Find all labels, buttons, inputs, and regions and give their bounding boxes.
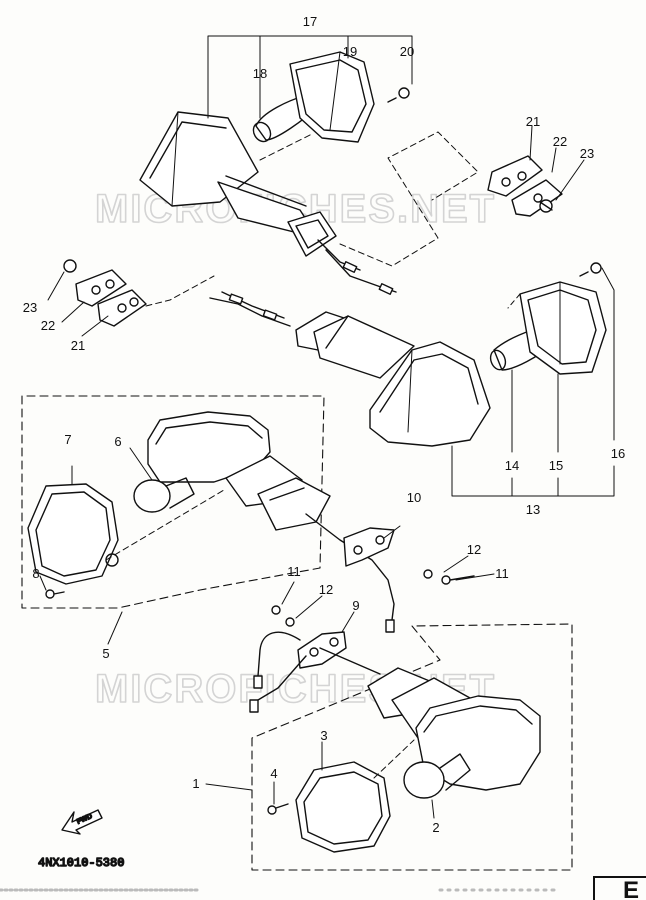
callout-20: 20 <box>400 44 414 59</box>
callout-11-left: 11 <box>287 564 301 579</box>
page-corner-mark: E <box>593 876 646 900</box>
callout-22-left: 22 <box>41 318 55 333</box>
callout-18: 18 <box>253 66 267 81</box>
callout-16: 16 <box>611 446 625 461</box>
rear-signal-top <box>139 35 479 295</box>
callout-5: 5 <box>102 646 109 661</box>
callout-19: 19 <box>343 44 357 59</box>
callout-1: 1 <box>192 776 199 791</box>
callout-11-right: 11 <box>495 566 509 581</box>
callout-14: 14 <box>505 458 519 473</box>
rear-signal-right <box>209 262 615 497</box>
callout-22-right: 22 <box>553 134 567 149</box>
callout-10: 10 <box>407 490 421 505</box>
callout-8: 8 <box>32 566 39 581</box>
callout-13: 13 <box>526 502 540 517</box>
callout-4: 4 <box>270 766 277 781</box>
callout-12-left: 12 <box>319 582 333 597</box>
callout-23-right: 23 <box>580 146 594 161</box>
callout-3: 3 <box>320 728 327 743</box>
callout-21-right: 21 <box>526 114 540 129</box>
callout-23-left: 23 <box>23 300 37 315</box>
callout-21-left: 21 <box>71 338 85 353</box>
callout-7: 7 <box>64 432 71 447</box>
callout-6: 6 <box>114 434 121 449</box>
reference-code: 4NX1010-5380 <box>38 856 124 870</box>
fwd-arrow-icon <box>61 809 103 835</box>
callout-15: 15 <box>549 458 563 473</box>
callout-2: 2 <box>432 820 439 835</box>
grommet-set-right <box>487 125 585 217</box>
callout-17: 17 <box>303 14 317 29</box>
front-signal-left <box>21 395 495 645</box>
front-signal-right <box>205 581 573 871</box>
grommet-set-left <box>47 259 215 337</box>
callout-9: 9 <box>352 598 359 613</box>
callout-12-right: 12 <box>467 542 481 557</box>
